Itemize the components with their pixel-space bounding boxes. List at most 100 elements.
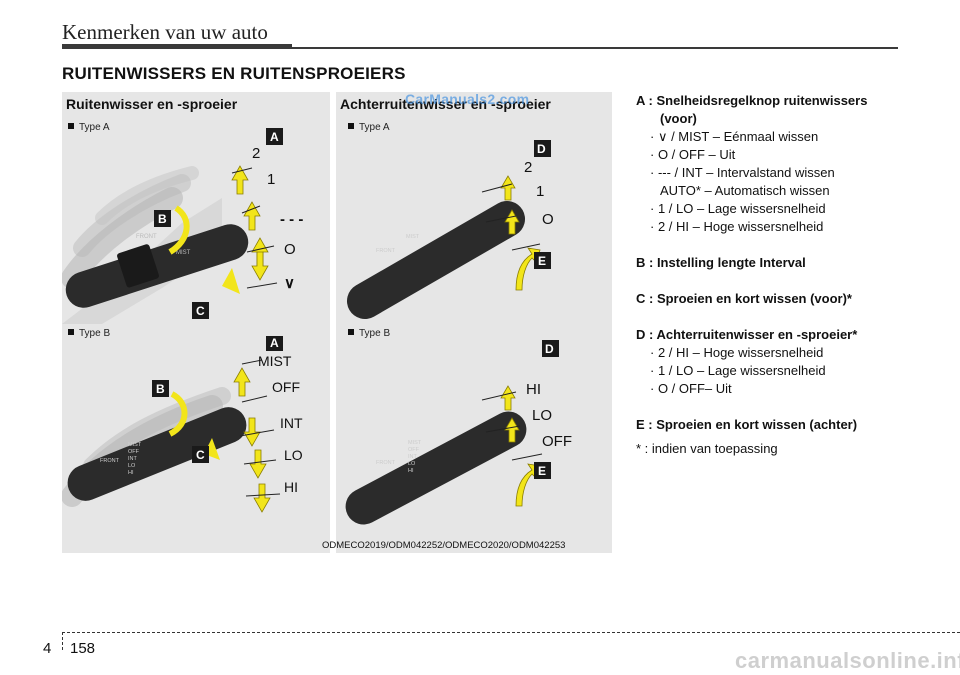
svg-text:FRONT: FRONT	[376, 248, 396, 254]
down-arrow-hi	[253, 483, 271, 513]
svg-text:OFF: OFF	[408, 447, 420, 453]
header-title: Kenmerken van uw auto	[62, 20, 268, 44]
svg-text:OFF: OFF	[128, 449, 140, 455]
adjust-arrow	[168, 391, 188, 437]
desc-d-item: · O / OFF– Uit	[650, 381, 732, 396]
svg-text:MIST: MIST	[408, 440, 422, 446]
header-rule-thick	[62, 44, 292, 49]
header-rule-thin	[292, 47, 898, 49]
svg-text:C: C	[196, 304, 205, 318]
svg-text:HI: HI	[408, 468, 414, 474]
svg-text:A: A	[270, 336, 279, 350]
label-off: O	[284, 241, 296, 258]
desc-e: E : Sproeien en kort wissen (achter)	[636, 417, 858, 432]
up-arrow-2	[500, 175, 516, 201]
label-int: INT	[280, 415, 303, 431]
label-pos1: 1	[267, 171, 275, 188]
footer-rule	[62, 632, 960, 633]
label-mist: MIST	[258, 353, 292, 369]
label-lo: LO	[284, 447, 303, 463]
label-pos2: 2	[524, 159, 532, 176]
desc-a-title: A : Snelheidsregelknop ruitenwissers	[636, 93, 868, 108]
chapter-number: 4	[43, 640, 52, 657]
svg-text:INT: INT	[128, 456, 138, 462]
rear-type-a-illustration: FRONT MIST 2 1 O D E	[346, 140, 554, 319]
desc-d-item: · 1 / LO – Lage wissersnelheid	[650, 363, 826, 378]
front-type-b-label: Type B	[68, 328, 110, 339]
label-pos1: 1	[536, 183, 544, 200]
image-code: ODMECO2019/ODM042252/ODMECO2020/ODM04225…	[322, 540, 566, 551]
svg-text:E: E	[538, 254, 546, 268]
rear-type-b-label: Type B	[348, 328, 390, 339]
badge-e	[534, 252, 551, 269]
svg-text:B: B	[158, 212, 167, 226]
svg-text:C: C	[196, 448, 205, 462]
badge-e	[534, 462, 551, 479]
badge-a	[266, 336, 283, 351]
desc-c: C : Sproeien en kort wissen (voor)*	[636, 291, 852, 306]
up-arrow-2	[231, 165, 249, 195]
desc-a-item: · O / OFF – Uit	[650, 147, 736, 162]
label-off: O	[542, 211, 554, 228]
section-title: RUITENWISSERS EN RUITENSPROEIERS	[62, 64, 406, 83]
desc-b: B : Instelling lengte Interval	[636, 255, 806, 270]
desc-footnote: * : indien van toepassing	[636, 441, 778, 456]
wiper-stalk	[346, 201, 526, 319]
site-watermark: carmanualsonline.info	[735, 648, 960, 673]
svg-text:FRONT: FRONT	[376, 460, 396, 466]
up-arrow-hi	[500, 385, 516, 411]
wiper-stalk	[345, 411, 527, 525]
stalk-small-label: FRONT	[136, 234, 157, 240]
svg-text:INT: INT	[408, 454, 418, 460]
adjust-arrow	[168, 205, 190, 255]
badge-a	[266, 128, 283, 145]
label-hi: HI	[284, 479, 298, 495]
desc-a-item: · 1 / LO – Lage wissersnelheid	[650, 201, 826, 216]
desc-a-title-cont: (voor)	[660, 111, 697, 126]
wiper-stalk	[67, 407, 247, 501]
front-wiper-panel: Ruitenwisser en -sproeier Type A Type B …	[62, 92, 330, 553]
wiper-stalk	[65, 224, 249, 308]
label-pos2: 2	[252, 145, 260, 162]
label-hi: HI	[526, 381, 541, 398]
label-int: - - -	[280, 211, 303, 228]
rear-wiper-heading: Achterruitenwisser en -sproeier	[340, 96, 551, 112]
up-arrow-mist	[233, 367, 251, 397]
svg-text:E: E	[538, 464, 546, 478]
down-arrow-lo	[249, 449, 267, 479]
description-column: A : Snelheidsregelknop ruitenwissers (vo…	[636, 92, 916, 458]
footer-divider	[62, 632, 63, 650]
svg-text:LO: LO	[408, 461, 416, 467]
badge-b	[152, 380, 169, 397]
badge-c	[192, 446, 209, 463]
badge-d	[542, 340, 559, 357]
desc-d-item: · 2 / HI – Hoge wissersnelheid	[650, 345, 824, 360]
badge-b	[154, 210, 171, 227]
label-off: OFF	[542, 433, 572, 450]
wash-arrow	[222, 268, 240, 294]
label-mist: ∨	[284, 275, 295, 292]
front-type-b-illustration: FRONT MIST OFF INT LO HI MIST OFF INT LO	[62, 336, 303, 513]
svg-text:B: B	[156, 382, 165, 396]
label-off: OFF	[272, 379, 300, 395]
front-wiper-heading: Ruitenwisser en -sproeier	[66, 96, 238, 112]
desc-a-item: · --- / INT – Intervalstand wissen	[650, 165, 835, 180]
svg-text:D: D	[545, 342, 554, 356]
front-type-a-illustration: FRONT MIST 2 1 - - - O ∨ A B	[62, 128, 303, 324]
front-type-a-label: Type A	[68, 122, 110, 133]
svg-text:MIST: MIST	[128, 442, 142, 448]
up-arrow-1	[243, 201, 261, 231]
badge-c	[192, 302, 209, 319]
page-number: 158	[70, 640, 96, 657]
svg-text:A: A	[270, 130, 279, 144]
down-arrow-mist	[251, 251, 269, 281]
desc-a-item: · ∨ / MIST – Eénmaal wissen	[650, 129, 819, 144]
label-lo: LO	[532, 407, 552, 424]
rear-type-b-illustration: FRONT MIST OFF INT LO HI HI LO OFF D E	[345, 340, 572, 525]
down-arrow-int	[243, 417, 261, 447]
svg-text:D: D	[537, 142, 546, 156]
rear-type-a-label: Type A	[348, 122, 390, 133]
svg-text:MIST: MIST	[406, 234, 420, 240]
svg-text:HI: HI	[128, 470, 134, 476]
stalk-small-label: MIST	[176, 250, 191, 256]
